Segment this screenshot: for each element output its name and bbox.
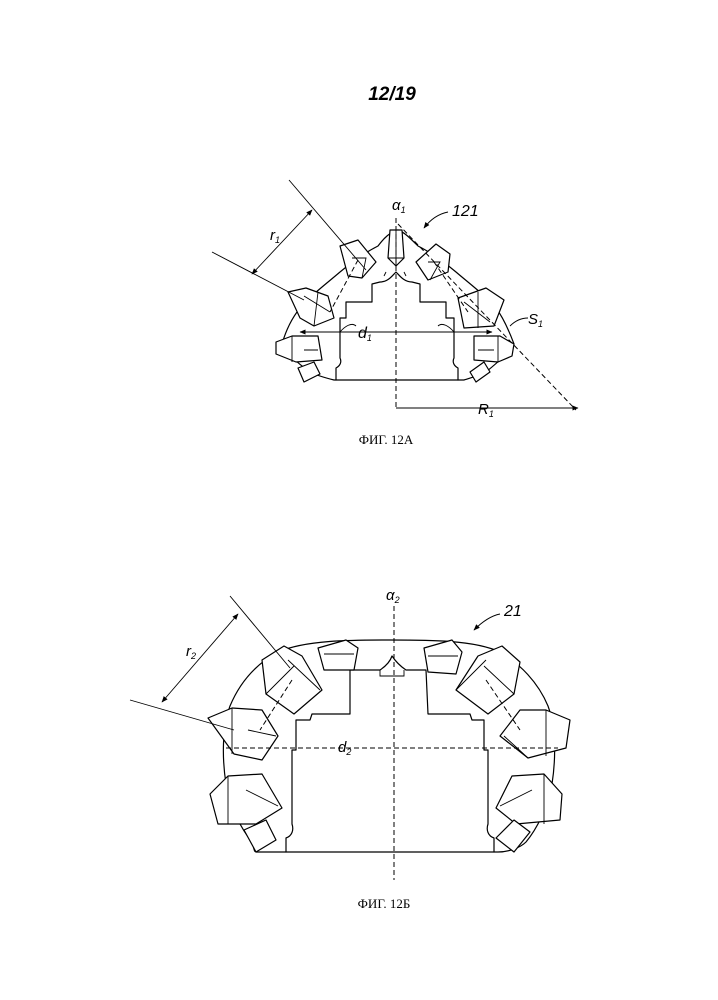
- fig-a-d-label: d1: [358, 325, 372, 343]
- fig-a-axis-label: α1: [392, 197, 406, 215]
- figure-12b: α2 21 r2 d2 ФИГ. 12Б: [130, 587, 570, 911]
- fig-a-inner-body: [336, 272, 458, 380]
- fig-a-caption: ФИГ. 12А: [359, 432, 414, 447]
- fig-a-r-extension-upper: [289, 180, 366, 270]
- fig-a-cutter-centerline-left: [330, 260, 358, 312]
- fig-a-s-label: S1: [528, 311, 543, 329]
- fig-a-ref-numeral: 121: [452, 203, 479, 220]
- fig-b-cutters: [208, 640, 570, 852]
- fig-b-ref-numeral: 21: [503, 603, 522, 620]
- fig-a-r-label: r1: [270, 227, 280, 245]
- fig-b-axis-label: α2: [386, 587, 400, 605]
- fig-a-profile-line: [398, 224, 576, 410]
- page-number: 12/19: [368, 84, 416, 105]
- fig-a-cutters: [276, 230, 514, 382]
- fig-b-d-label: d2: [338, 739, 351, 757]
- fig-a-cutter-centerline-right: [434, 262, 468, 312]
- figure-12a: α1 121 r1 d1 S1 R1 ФИГ. 12А: [212, 180, 578, 447]
- fig-a-ref-leader: [424, 212, 448, 228]
- fig-b-inner-notch: [380, 670, 404, 676]
- fig-a-S-leader: [510, 318, 528, 326]
- fig-b-r-dimension-line: [162, 614, 238, 702]
- fig-a-R-label: R1: [478, 401, 494, 419]
- fig-b-r-extension-upper: [230, 596, 290, 668]
- fig-b-r-label: r2: [186, 643, 196, 661]
- fig-a-r-dimension-line: [252, 210, 312, 274]
- fig-b-caption: ФИГ. 12Б: [358, 896, 411, 911]
- fig-a-r-extension-lower: [212, 252, 304, 300]
- fig-b-ref-leader: [474, 614, 500, 630]
